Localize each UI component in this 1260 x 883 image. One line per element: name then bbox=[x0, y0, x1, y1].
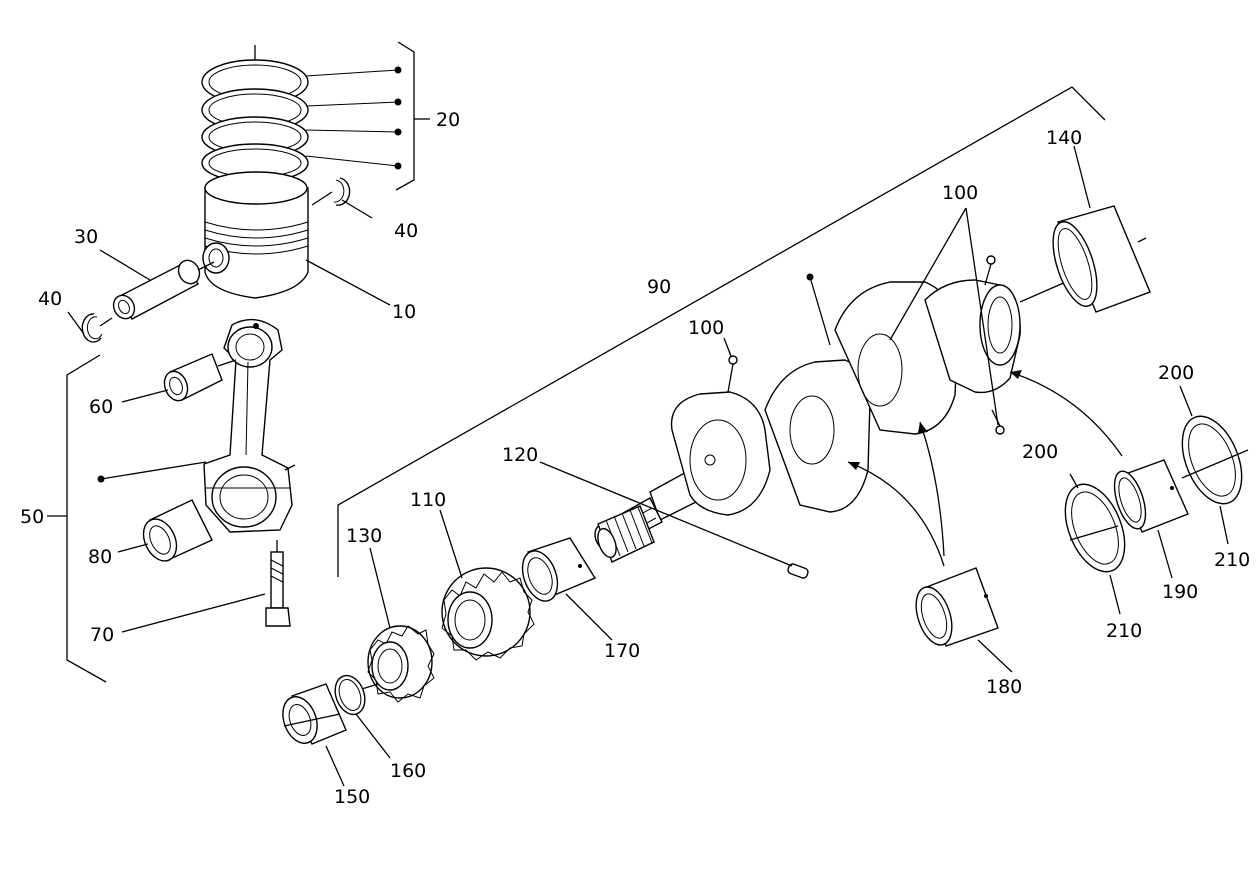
callout-140: 140 bbox=[1046, 127, 1082, 149]
callout-80: 80 bbox=[88, 546, 112, 568]
circlip-right bbox=[311, 177, 373, 219]
callout-210-right: 210 bbox=[1214, 549, 1250, 571]
o-ring-160 bbox=[334, 674, 391, 759]
thrust-washer-right bbox=[1179, 385, 1249, 545]
callout-170: 170 bbox=[604, 640, 640, 662]
group-bracket-50 bbox=[47, 354, 107, 683]
callout-50: 50 bbox=[20, 506, 44, 528]
callout-150: 150 bbox=[334, 786, 370, 808]
callout-160: 160 bbox=[390, 760, 426, 782]
callout-210-left: 210 bbox=[1106, 620, 1142, 642]
bushing-170 bbox=[521, 537, 613, 641]
big-end-bearing bbox=[117, 499, 213, 562]
oil-plugs bbox=[723, 207, 1005, 435]
callout-110: 110 bbox=[410, 489, 446, 511]
piston-rings bbox=[201, 45, 402, 183]
callout-10: 10 bbox=[392, 301, 416, 323]
splined-shaft bbox=[597, 505, 655, 563]
callout-30: 30 bbox=[74, 226, 98, 248]
callout-60: 60 bbox=[89, 396, 113, 418]
small-end-bush bbox=[121, 353, 237, 403]
group-bracket-90 bbox=[337, 86, 1106, 577]
callout-190: 190 bbox=[1162, 581, 1198, 603]
rod-bolt bbox=[121, 540, 291, 633]
callout-130: 130 bbox=[346, 525, 382, 547]
main-bearing-140 bbox=[1052, 145, 1151, 313]
piston bbox=[202, 171, 391, 306]
callout-90: 90 bbox=[647, 276, 671, 298]
assembly-arrows bbox=[847, 370, 1123, 567]
callout-40-left: 40 bbox=[38, 288, 62, 310]
callout-200-right: 200 bbox=[1158, 362, 1194, 384]
main-bearing-180 bbox=[915, 567, 1013, 673]
woodruff-key bbox=[539, 461, 809, 579]
piston-pin bbox=[99, 249, 215, 320]
thrust-washer-left bbox=[1064, 473, 1126, 615]
callout-180: 180 bbox=[986, 676, 1022, 698]
gear-130 bbox=[351, 547, 435, 703]
thrust-bearing-190 bbox=[1113, 459, 1189, 579]
gear-110 bbox=[439, 509, 535, 661]
group-bracket-20 bbox=[395, 41, 430, 191]
seal-150 bbox=[282, 683, 347, 787]
callout-100-top: 100 bbox=[942, 182, 978, 204]
circlip-left bbox=[67, 311, 113, 343]
callout-120: 120 bbox=[502, 444, 538, 466]
rod-group-leader bbox=[97, 461, 207, 483]
callout-100-left: 100 bbox=[688, 317, 724, 339]
connecting-rod bbox=[203, 318, 296, 533]
callout-200-left: 200 bbox=[1022, 441, 1058, 463]
callout-70: 70 bbox=[90, 624, 114, 646]
callout-40-right: 40 bbox=[394, 220, 418, 242]
callout-20: 20 bbox=[436, 109, 460, 131]
